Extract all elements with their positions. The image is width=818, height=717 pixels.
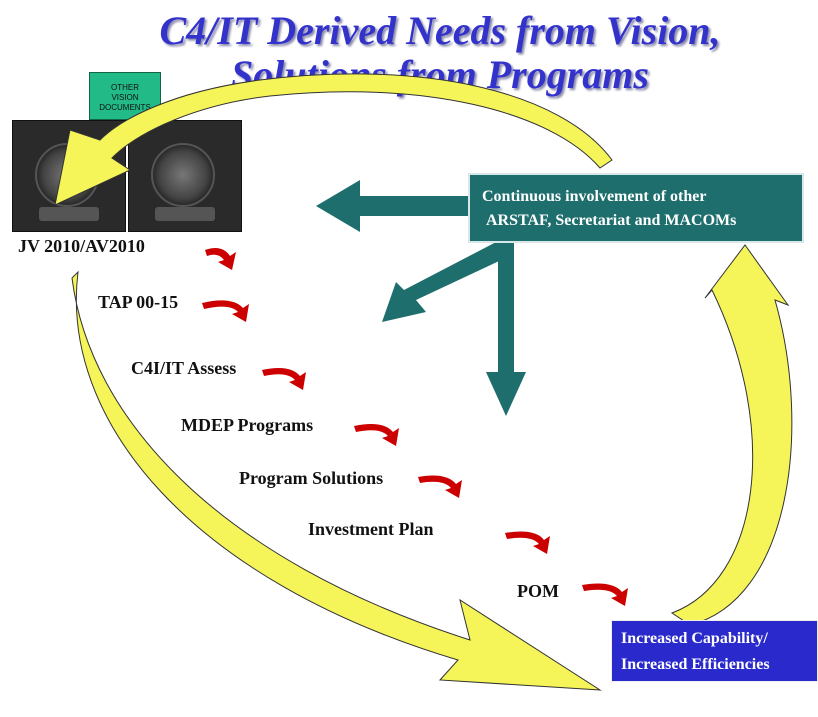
red-arrow-2 xyxy=(202,300,249,322)
cover-caption-shape xyxy=(39,207,99,221)
top-curved-arrow xyxy=(54,73,613,206)
right-curved-arrow xyxy=(670,244,793,626)
teal-arrow-down xyxy=(486,243,526,416)
step-investment-plan: Investment Plan xyxy=(308,519,434,539)
teal-arrows xyxy=(316,180,526,416)
left-curved-arrow xyxy=(71,270,602,691)
step-jv-2010: JV 2010/AV2010 xyxy=(18,236,145,256)
increased-capability-box: Increased Capability/ Increased Efficien… xyxy=(611,620,818,682)
step-pom: POM xyxy=(517,581,559,601)
continuous-involvement-box: Continuous involvement of other ARSTAF, … xyxy=(468,173,804,243)
continuous-line-1: Continuous involvement of other xyxy=(482,188,707,205)
result-line-1: Increased Capability/ xyxy=(621,630,768,647)
cover-caption-shape xyxy=(155,207,215,221)
teal-arrow-left xyxy=(316,180,470,232)
red-arrow-5 xyxy=(418,475,462,498)
red-arrow-7 xyxy=(582,583,628,606)
title-line-1: C4/IT Derived Needs from Vision, xyxy=(159,8,721,53)
other-docs-line-1: OTHER xyxy=(111,83,139,92)
step-mdep-programs: MDEP Programs xyxy=(181,415,314,435)
continuous-line-2: ARSTAF, Secretariat and MACOMs xyxy=(486,212,737,229)
other-docs-line-3: DOCUMENTS xyxy=(99,103,151,112)
result-line-2: Increased Efficiencies xyxy=(621,656,770,673)
red-arrow-6 xyxy=(505,531,550,554)
av-2010-cover-image xyxy=(128,120,242,232)
teal-arrow-diagonal xyxy=(382,240,514,322)
red-arrow-1 xyxy=(205,248,236,270)
step-arrows xyxy=(202,248,628,606)
step-c4i-assess: C4I/IT Assess xyxy=(131,358,237,378)
red-arrow-3 xyxy=(262,368,306,390)
step-program-solutions: Program Solutions xyxy=(239,468,384,488)
emblem-icon xyxy=(151,143,215,207)
step-tap: TAP 00-15 xyxy=(98,292,179,312)
other-docs-line-2: VISION xyxy=(111,93,139,102)
red-arrow-4 xyxy=(354,424,399,446)
